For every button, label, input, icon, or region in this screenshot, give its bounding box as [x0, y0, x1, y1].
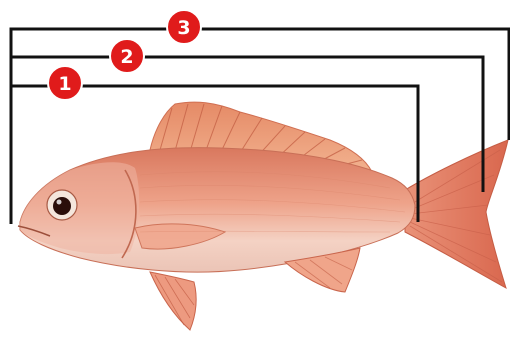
pupil: [53, 197, 71, 215]
badge-number: 3: [177, 17, 190, 39]
tail-fin: [405, 140, 508, 288]
measurement-badge-1: 1: [48, 66, 82, 100]
badge-number: 2: [120, 46, 133, 68]
pelvic-fin: [150, 272, 196, 330]
red-snapper-illustration: [18, 102, 508, 330]
measurement-badge-3: 3: [167, 10, 201, 44]
fish-head: [20, 162, 139, 254]
measurement-badge-2: 2: [110, 39, 144, 73]
badge-number: 1: [58, 73, 71, 95]
